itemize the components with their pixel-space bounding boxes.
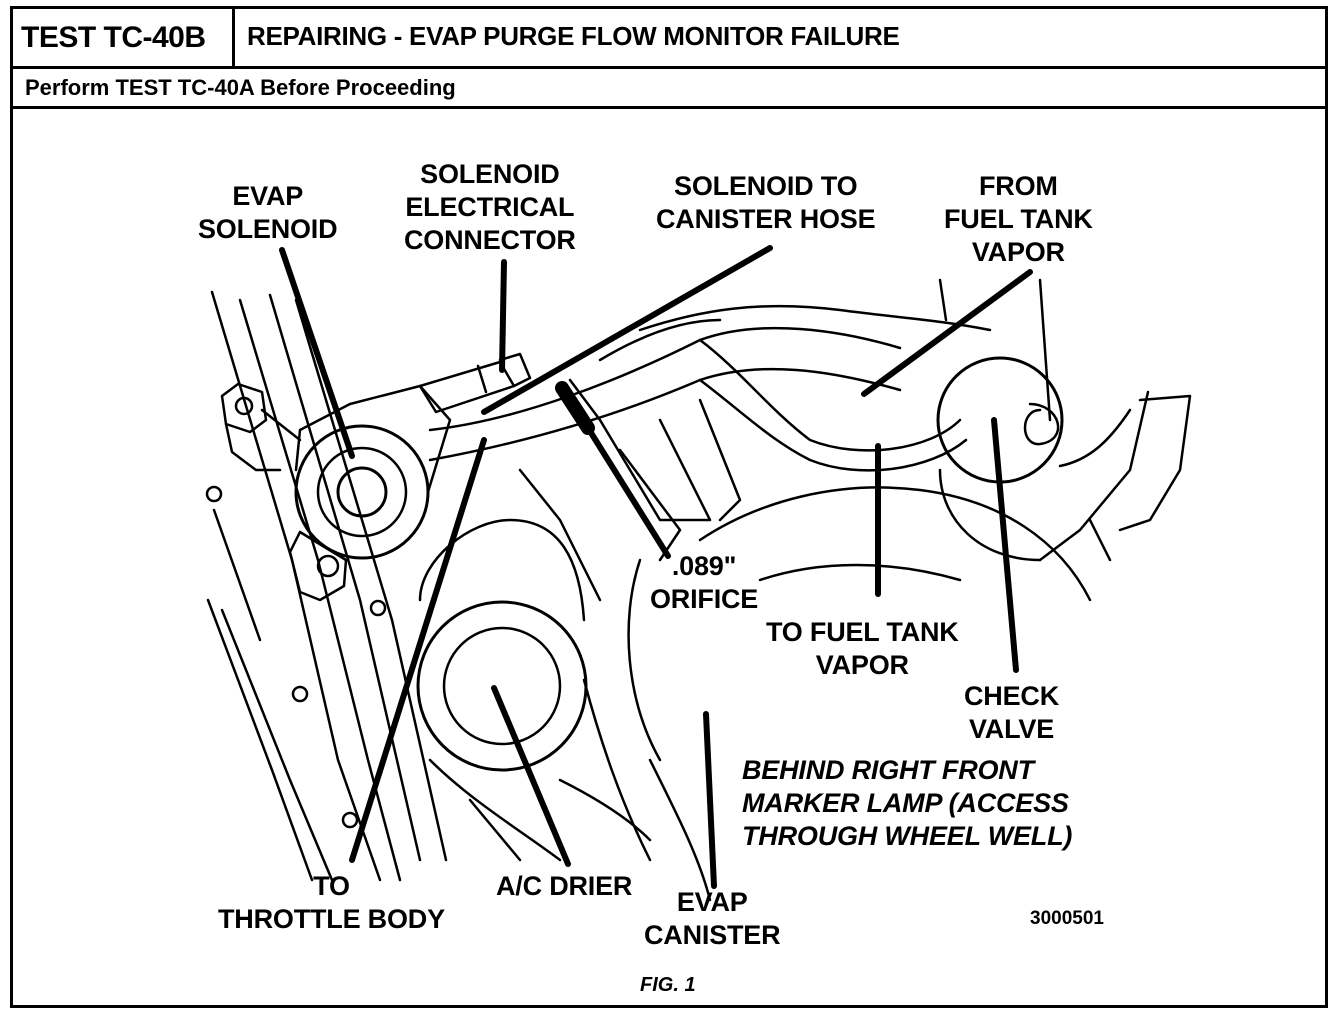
label-location-note: BEHIND RIGHT FRONT MARKER LAMP (ACCESS T… bbox=[742, 755, 1073, 851]
label-solenoid-canister-hose: SOLENOID TO CANISTER HOSE bbox=[656, 171, 876, 234]
ac-drier-and-canister bbox=[416, 448, 1092, 902]
leader-ac-drier bbox=[491, 685, 571, 867]
leader-throttle-body bbox=[349, 437, 487, 863]
prerequisite-note: Perform TEST TC-40A Before Proceeding bbox=[13, 69, 1325, 109]
leader-evap-solenoid bbox=[279, 247, 355, 459]
leader-lines bbox=[279, 245, 1033, 889]
label-from-fuel-tank: FROM FUEL TANK VAPOR bbox=[944, 171, 1093, 267]
leader-check-valve bbox=[991, 417, 1019, 673]
purge-hoses bbox=[428, 304, 992, 522]
orifice-marker bbox=[555, 381, 595, 435]
test-title: REPAIRING - EVAP PURGE FLOW MONITOR FAIL… bbox=[247, 21, 900, 51]
label-orifice: .089" ORIFICE bbox=[650, 551, 759, 614]
label-ac-drier: A/C DRIER bbox=[496, 871, 633, 901]
label-evap-canister: EVAP CANISTER bbox=[644, 887, 781, 950]
frame-rails bbox=[205, 290, 448, 882]
leader-canister-hose bbox=[481, 245, 773, 415]
label-throttle-body: TO THROTTLE BODY bbox=[218, 871, 445, 934]
test-header: TEST TC-40B REPAIRING - EVAP PURGE FLOW … bbox=[13, 9, 1325, 69]
leader-connector bbox=[499, 259, 507, 373]
label-solenoid-connector: SOLENOID ELECTRICAL CONNECTOR bbox=[404, 159, 576, 255]
evap-solenoid-body bbox=[294, 384, 452, 560]
diagram-frame: TEST TC-40B REPAIRING - EVAP PURGE FLOW … bbox=[10, 6, 1328, 1008]
test-id: TEST TC-40B bbox=[13, 9, 235, 66]
label-evap-solenoid: EVAP SOLENOID bbox=[198, 181, 338, 244]
label-check-valve: CHECK VALVE bbox=[964, 681, 1060, 744]
leader-from-fuel-tank bbox=[861, 269, 1033, 397]
label-to-fuel-tank: TO FUEL TANK VAPOR bbox=[766, 617, 959, 680]
reference-number: 3000501 bbox=[1030, 908, 1104, 929]
check-valve-body bbox=[936, 278, 1192, 562]
figure-caption: FIG. 1 bbox=[640, 974, 696, 996]
solenoid-connector bbox=[418, 352, 532, 414]
leader-evap-canister bbox=[703, 711, 717, 889]
